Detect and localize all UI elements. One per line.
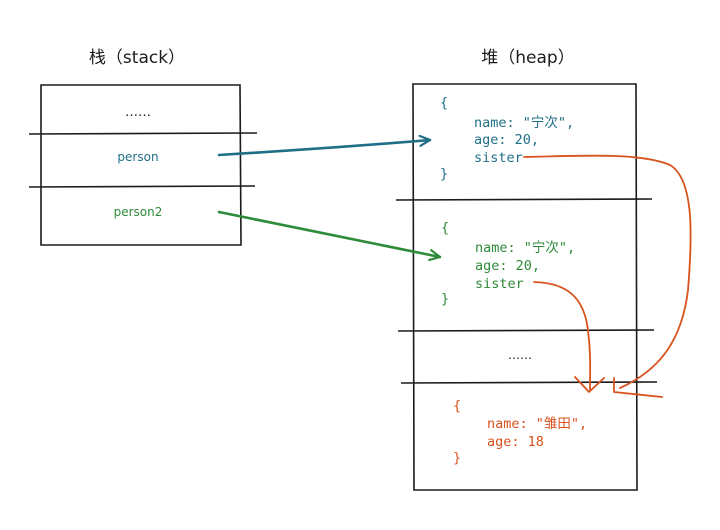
stack-box (28, 84, 258, 246)
field-name: name: "宁次", (475, 239, 575, 256)
field-sister: sister (474, 150, 523, 166)
brace-close: } (440, 166, 448, 182)
brace-close: } (453, 450, 461, 466)
arrowhead-sister2 (574, 376, 605, 393)
field-name: name: "雏田", (487, 416, 587, 432)
arrow-sister2-to-hinata (533, 281, 592, 391)
brace-open: { (453, 398, 461, 414)
heap-cell-ellipsis: …… (508, 348, 532, 362)
field-age: age: 18 (487, 434, 544, 450)
brace-open: { (440, 95, 448, 111)
heap-object-sister: { name: "雏田", age: 18 } (453, 398, 587, 466)
heap-title: 堆（heap） (481, 48, 574, 68)
brace-open: { (441, 220, 449, 236)
arrow-person2-to-heap (217, 210, 440, 257)
stack-title: 栈（stack） (89, 48, 185, 68)
arrow-person-to-heap (217, 140, 430, 157)
field-age: age: 20, (474, 132, 539, 148)
heap-box (395, 83, 658, 491)
stack-cell-ellipsis: …… (125, 105, 151, 120)
heap-object-person2: { name: "宁次", age: 20, sister } (441, 220, 575, 307)
stack-cell-person: person (117, 150, 158, 164)
field-age: age: 20, (475, 258, 540, 274)
arrow-sister1-to-hinata (523, 154, 692, 389)
stack-cell-person2: person2 (114, 205, 163, 219)
heap-object-person: { name: "宁次", age: 20, sister } (440, 95, 574, 182)
arrowhead-sister1 (613, 377, 663, 398)
field-sister: sister (475, 276, 524, 292)
field-name: name: "宁次", (474, 114, 574, 131)
brace-close: } (441, 291, 449, 307)
